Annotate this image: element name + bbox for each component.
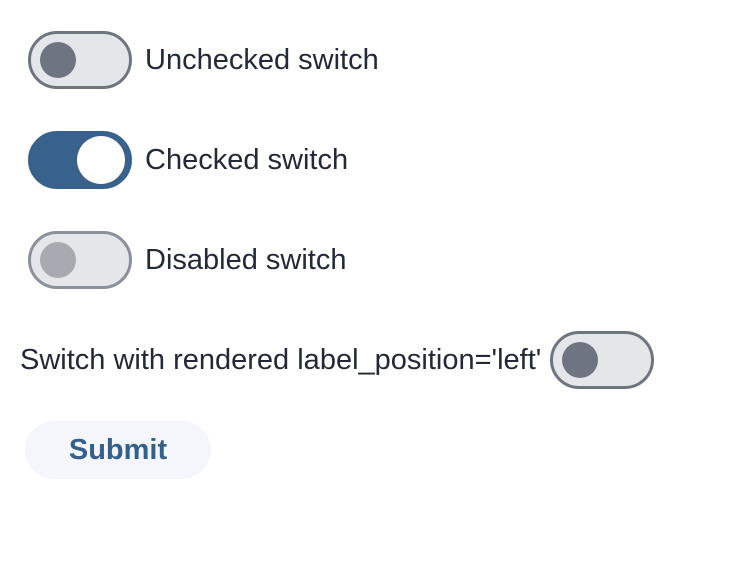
switch-knob [77,136,125,184]
submit-button[interactable]: Submit [25,421,211,479]
switch-row: Switch with rendered label_position='lef… [20,331,730,389]
unchecked-switch-toggle[interactable] [28,31,132,89]
checked-switch-toggle[interactable] [28,131,132,189]
switch-label: Unchecked switch [145,43,379,76]
switch-knob [40,42,76,78]
disabled-switch-toggle [28,231,132,289]
left-label-switch-toggle[interactable] [550,331,655,389]
switch-label: Checked switch [145,143,349,176]
switch-label: Switch with rendered label_position='lef… [20,343,542,376]
switch-row: Disabled switch [20,231,730,289]
switch-label: Disabled switch [145,243,347,276]
switch-knob [40,242,76,278]
switch-knob [562,342,599,378]
switch-row: Unchecked switch [20,31,730,89]
switch-row: Checked switch [20,131,730,189]
